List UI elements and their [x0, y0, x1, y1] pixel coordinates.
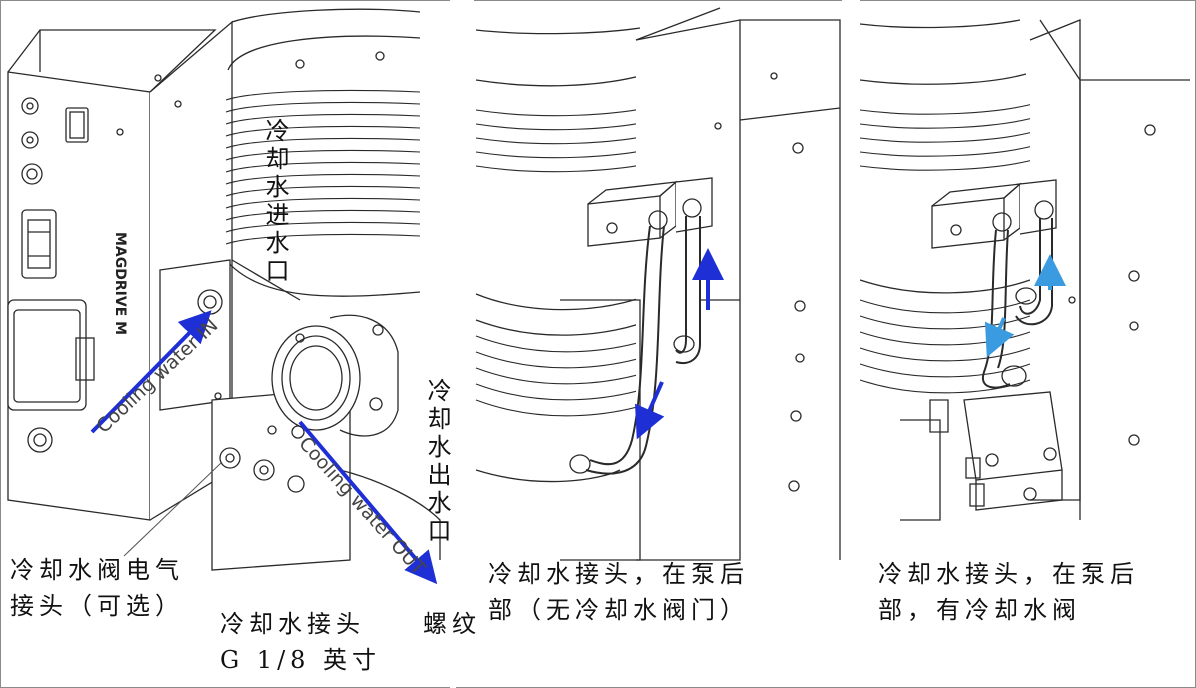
flow-arrows-rear-no-valve	[635, 248, 724, 440]
svg-text:MAGDRIVE M: MAGDRIVE M	[112, 232, 128, 335]
rear-with-valve-caption: 冷却水接头，在泵后 部，有冷却水阀	[878, 560, 1139, 624]
outlet-label-cn: 冷却水出水口	[423, 378, 451, 546]
cooling-water-in-arrow	[90, 310, 212, 434]
panel-rear-no-valve	[475, 7, 841, 561]
connector-spec-line1: 冷却水接头	[220, 610, 365, 638]
panel-rear-with-valve	[859, 19, 1190, 521]
flow-arrows-rear-with-valve	[984, 254, 1066, 358]
rear-no-valve-caption: 冷却水接头，在泵后 部（无冷却水阀门）	[488, 560, 749, 624]
panel-gap-2	[842, 0, 860, 560]
connector-spec-line2: G 1/8 英寸	[220, 646, 382, 674]
panel-front-view: MAGDRIVE M	[7, 8, 441, 571]
connector-spec-caption: 冷却水接头 螺纹 G 1/8 英寸	[220, 606, 481, 678]
rear-out-arrow	[635, 381, 665, 440]
inlet-label-cn: 冷却水进水口	[261, 118, 289, 286]
cooling-water-out-arrow	[298, 420, 438, 585]
valve-connector-caption: 冷却水阀电气 接头（可选）	[10, 556, 184, 620]
rear-valve-out-arrow	[984, 317, 1015, 358]
connector-spec-thread: 螺纹	[423, 610, 481, 638]
valve-connector-leader	[123, 461, 223, 557]
